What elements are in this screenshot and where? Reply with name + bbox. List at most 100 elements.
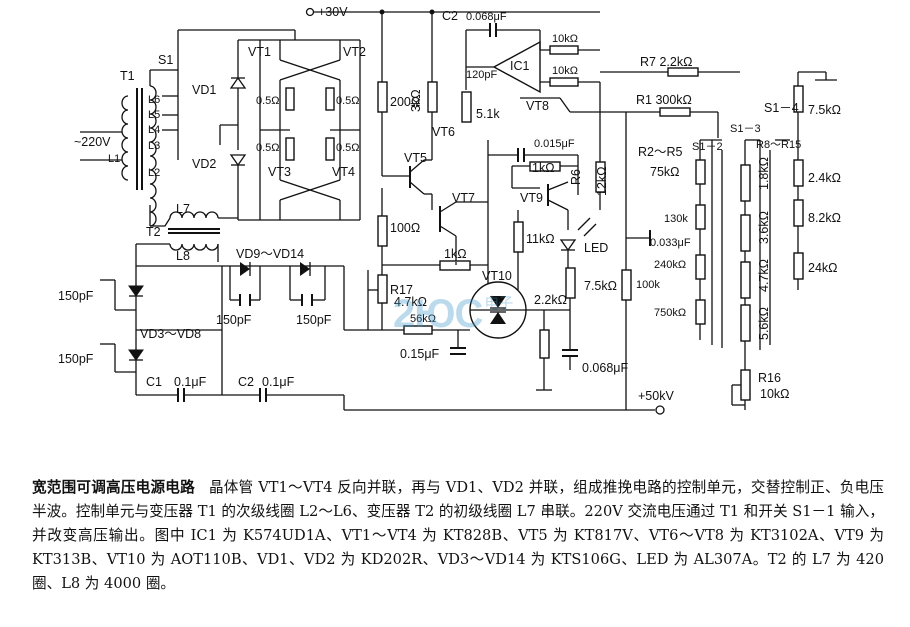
label-r200: 200Ω <box>390 95 420 109</box>
label-r3k: 3kΩ <box>409 89 423 112</box>
label-vt3: VT3 <box>268 165 291 179</box>
opamp-ic1 <box>465 23 600 94</box>
label-r-1k-mid: 1kΩ <box>532 161 555 175</box>
voltage-multiplier <box>100 262 420 402</box>
label-plus-30v: +30V <box>318 5 348 19</box>
label-vt6: VT6 <box>432 125 455 139</box>
figure-caption: 宽范围可调高压电源电路晶体管 VT1～VT4 反向并联，再与 VD1、VD2 并… <box>32 476 884 596</box>
label-r75k: 75kΩ <box>650 165 680 179</box>
label-r240k: 240kΩ <box>654 259 686 271</box>
label-vd3-vd8: VD3～VD8 <box>140 327 201 341</box>
transistor-vt9 <box>512 181 569 230</box>
label-r75k-top: 7.5kΩ <box>808 103 841 117</box>
label-r11k: 11kΩ <box>526 232 555 246</box>
resistor-11k <box>513 221 524 253</box>
caption-body: 晶体管 VT1～VT4 反向并联，再与 VD1、VD2 并联，组成推挽电路的控制… <box>32 479 884 592</box>
resistor-1k-low <box>439 260 471 271</box>
label-vd1: VD1 <box>192 83 216 97</box>
label-r8-r15: R8～R15 <box>756 139 801 151</box>
label-ic1: IC1 <box>510 59 530 73</box>
transformer-t2 <box>135 211 238 266</box>
label-vt5: VT5 <box>404 151 427 165</box>
label-r16-val: 10kΩ <box>760 387 790 401</box>
optocoupler-vt10 <box>469 281 527 339</box>
label-c-120p: 120pF <box>466 69 497 81</box>
control-unit-vt1-vt4 <box>238 30 361 221</box>
supply-rail-30v <box>305 7 600 82</box>
label-r100k: 100k <box>636 279 660 291</box>
label-r5k1: 5.1k <box>476 107 500 121</box>
diode-vd2 <box>229 154 247 220</box>
label-ac-220v: ~220V <box>74 135 111 149</box>
label-r6-val: 12kΩ <box>595 167 609 197</box>
label-vt8: VT8 <box>526 99 549 113</box>
label-r24k-a: 2.4kΩ <box>808 171 841 185</box>
label-c-015: 0.015μF <box>534 138 575 150</box>
label-c0068-low: 0.068μF <box>582 361 628 375</box>
label-r100: 100Ω <box>390 221 420 235</box>
label-r17: R17 <box>390 283 413 297</box>
label-r18k: 1.8kΩ <box>757 157 771 190</box>
label-vt10: VT10 <box>482 269 512 283</box>
label-r6: R6 <box>569 169 583 185</box>
label-c1-val: 0.1μF <box>174 375 207 389</box>
resistor-3k <box>427 81 438 113</box>
label-vt7: VT7 <box>452 191 475 205</box>
label-vt9: VT9 <box>520 191 543 205</box>
label-t2: T2 <box>146 225 161 239</box>
label-r05d: 0.5Ω <box>336 142 360 154</box>
label-c015-low: 0.15μF <box>400 347 440 361</box>
label-vd2: VD2 <box>192 157 216 171</box>
label-s1: S1 <box>158 53 173 67</box>
label-c150d: 150pF <box>296 313 332 327</box>
label-r24k-b: 24kΩ <box>808 261 838 275</box>
label-vt2: VT2 <box>343 45 366 59</box>
transistor-vt8 <box>520 82 601 113</box>
label-r16: R16 <box>758 371 781 385</box>
label-l8: L8 <box>176 249 190 263</box>
label-r56k: 5.6kΩ <box>757 307 771 340</box>
label-l3: L3 <box>148 140 160 152</box>
label-c-033: 0.033μF <box>650 237 691 249</box>
transistor-vt5 <box>382 140 433 195</box>
potentiometer-r17 <box>377 274 388 304</box>
label-plus-50kv: +50kV <box>638 389 674 403</box>
label-c1: C1 <box>146 375 162 389</box>
label-l2: L2 <box>148 167 160 179</box>
label-vt1: VT1 <box>248 45 271 59</box>
label-c150c: 150pF <box>216 313 252 327</box>
switch-s1-1 <box>162 29 295 160</box>
label-t1: T1 <box>120 69 135 83</box>
led <box>559 217 597 270</box>
label-r-fb2: 10kΩ <box>552 65 578 77</box>
label-l1: L1 <box>108 153 120 165</box>
label-led: LED <box>584 241 608 255</box>
label-r2-r5: R2～R5 <box>638 145 683 159</box>
divider-network <box>600 67 837 410</box>
label-r05c: 0.5Ω <box>256 142 280 154</box>
label-r56-low: 56kΩ <box>410 313 436 325</box>
caption-title: 宽范围可调高压电源电路 <box>32 479 195 496</box>
resistor-200 <box>377 81 388 113</box>
label-r36k: 3.6kΩ <box>757 211 771 244</box>
label-r-fb1: 10kΩ <box>552 33 578 45</box>
label-c150b: 150pF <box>58 352 94 366</box>
label-r17-val: 4.7kΩ <box>394 295 427 309</box>
label-c150a: 150pF <box>58 289 94 303</box>
label-l7: L7 <box>176 202 190 216</box>
label-r05b: 0.5Ω <box>336 95 360 107</box>
transistor-vt7 <box>424 193 488 262</box>
label-r1: R1 300kΩ <box>636 93 692 107</box>
label-vt4: VT4 <box>332 165 355 179</box>
diode-vd1 <box>229 40 247 150</box>
label-l5: L5 <box>148 109 160 121</box>
output-50kv <box>343 395 665 415</box>
resistor-5k1 <box>461 91 472 123</box>
label-r82k: 8.2kΩ <box>808 211 841 225</box>
label-s1-4: S1－4 <box>764 101 799 115</box>
label-c2-low-val: 0.1μF <box>262 375 295 389</box>
resistor-7k5-low <box>565 267 576 299</box>
label-vd9-vd14: VD9～VD14 <box>236 247 304 261</box>
label-c2-top: C2 <box>442 9 458 23</box>
label-r-1k-low: 1kΩ <box>444 247 467 261</box>
